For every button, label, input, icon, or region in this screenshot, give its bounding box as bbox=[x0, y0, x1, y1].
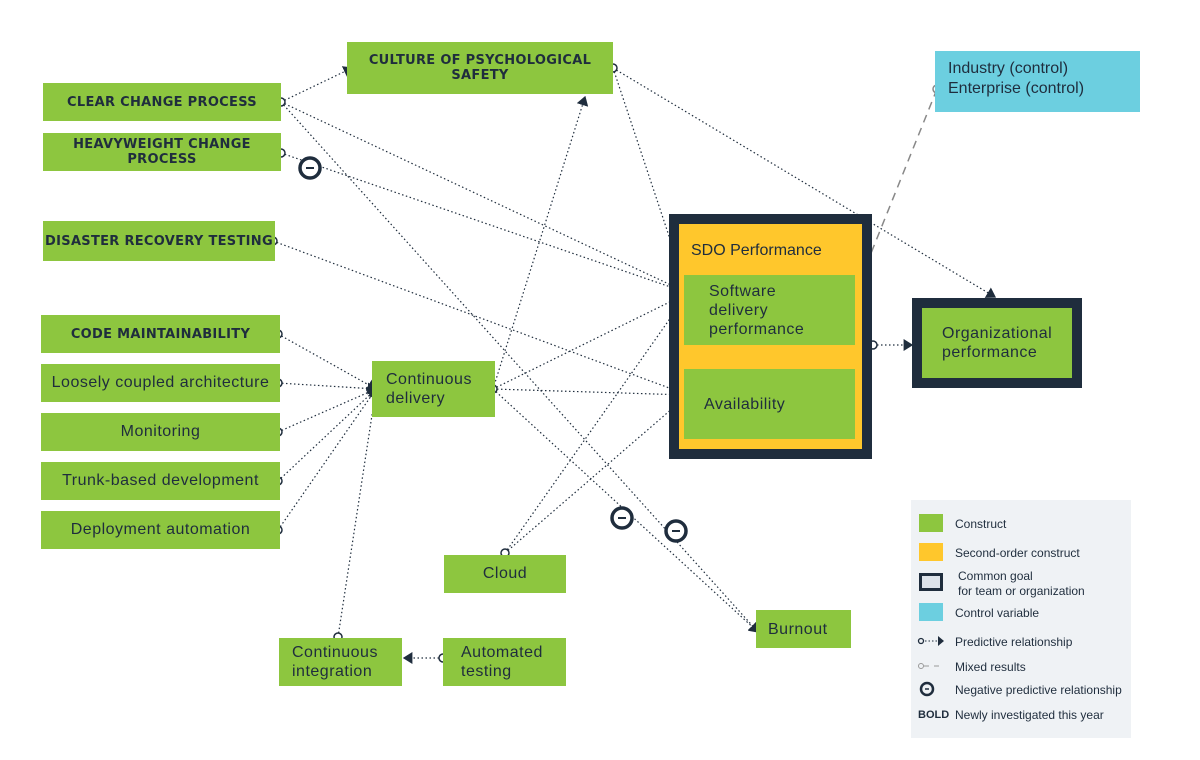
edge bbox=[277, 386, 378, 433]
legend-negative: Negative predictive relationship bbox=[955, 683, 1122, 697]
node-cloud: Cloud bbox=[444, 555, 566, 593]
legend-goal-line2: for team or organization bbox=[958, 584, 1085, 598]
sdo-performance-title: SDO Performance bbox=[691, 242, 822, 259]
node-automated-testing: Automated testing bbox=[443, 638, 566, 686]
edge bbox=[277, 382, 378, 395]
node-continuous-integration: Continuous integration bbox=[279, 638, 402, 686]
node-culture-psychological-safety: CULTURE OF PSYCHOLOGICAL SAFETY bbox=[347, 42, 613, 94]
legend-goal-swatch bbox=[919, 573, 943, 591]
legend-control: Control variable bbox=[955, 606, 1040, 620]
edge bbox=[492, 95, 589, 390]
node-loosely-coupled-architecture: Loosely coupled architecture bbox=[41, 364, 280, 402]
node-deployment-automation: Deployment automation bbox=[41, 511, 280, 549]
edge bbox=[337, 387, 381, 638]
legend: Construct Second-order construct Common … bbox=[911, 500, 1131, 738]
enterprise-control: Enterprise (control) bbox=[948, 80, 1085, 97]
node-heavyweight-change-process: HEAVYWEIGHT CHANGE PROCESS bbox=[43, 133, 281, 171]
industry-control: Industry (control) bbox=[948, 60, 1069, 77]
legend-second-swatch bbox=[919, 543, 943, 561]
legend-mixed: Mixed results bbox=[955, 660, 1026, 674]
edge bbox=[492, 388, 690, 401]
legend-second-order: Second-order construct bbox=[955, 546, 1080, 560]
edge bbox=[272, 240, 690, 398]
edge bbox=[280, 152, 690, 296]
legend-construct: Construct bbox=[955, 517, 1007, 531]
legend-goal-line1: Common goal bbox=[958, 569, 1033, 583]
node-burnout: Burnout bbox=[756, 610, 851, 648]
edge bbox=[504, 292, 689, 554]
sdo-performance-group: SDO Performance Software delivery perfor… bbox=[669, 214, 872, 459]
edge bbox=[504, 394, 689, 554]
edge bbox=[492, 291, 690, 390]
edge bbox=[280, 101, 690, 295]
negative-icon bbox=[298, 156, 688, 543]
edge bbox=[280, 101, 759, 633]
legend-predictive: Predictive relationship bbox=[955, 635, 1073, 649]
node-organizational-performance: Organizational performance bbox=[922, 308, 1072, 378]
node-trunk-based-development: Trunk-based development bbox=[41, 462, 280, 500]
edge bbox=[277, 388, 377, 482]
node-control-variables: Industry (control) Enterprise (control) bbox=[935, 51, 1140, 112]
edge bbox=[277, 333, 378, 391]
node-continuous-delivery: Continuous delivery bbox=[372, 361, 495, 417]
edge bbox=[277, 388, 377, 531]
node-software-delivery-performance: Software delivery performance bbox=[684, 275, 855, 345]
node-monitoring: Monitoring bbox=[41, 413, 280, 451]
legend-construct-swatch bbox=[919, 514, 943, 532]
node-disaster-recovery-testing: DISASTER RECOVERY TESTING bbox=[43, 221, 275, 261]
organizational-performance-group: Organizational performance bbox=[912, 298, 1082, 388]
legend-bold: Newly investigated this year bbox=[955, 708, 1104, 722]
edge bbox=[280, 66, 354, 103]
legend-symbols bbox=[917, 636, 944, 697]
legend-control-swatch bbox=[919, 603, 943, 621]
node-availability: Availability bbox=[684, 369, 855, 439]
node-clear-change-process: CLEAR CHANGE PROCESS bbox=[43, 83, 281, 121]
node-code-maintainability: CODE MAINTAINABILITY bbox=[41, 315, 280, 353]
legend-bold-key: BOLD bbox=[918, 709, 950, 721]
